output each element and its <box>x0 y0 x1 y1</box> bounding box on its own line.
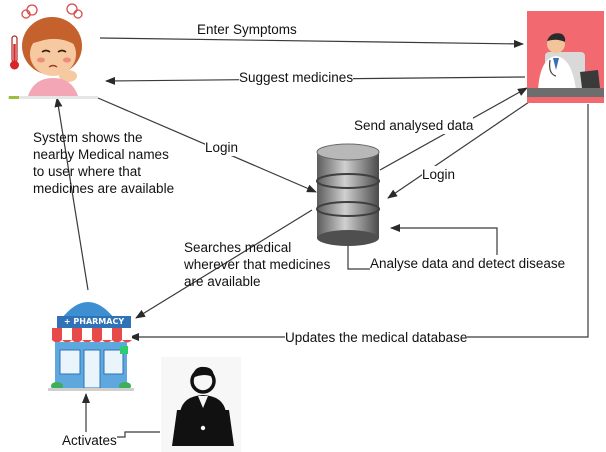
arrow-updates-db <box>129 104 589 341</box>
admin-icon <box>161 357 241 452</box>
arrow-searches-medical <box>135 209 313 319</box>
label-system-shows: System shows the nearby Medical names to… <box>33 130 175 196</box>
arrow-activates <box>82 393 160 438</box>
arrow-login-doctor <box>387 99 533 199</box>
label-login-patient: Login <box>205 139 239 156</box>
database-icon <box>316 143 380 246</box>
patient-footer-strip <box>8 96 98 99</box>
label-login-doctor: Login <box>422 166 456 183</box>
label-analyse-detect: Analyse data and detect disease <box>370 255 566 272</box>
arrow-enter-symptoms <box>99 37 524 48</box>
patient-icon <box>10 3 83 96</box>
pharmacy-sign: + PHARMACY <box>63 317 125 326</box>
label-updates-db: Updates the medical database <box>285 329 468 346</box>
pharmacy-icon <box>48 302 134 391</box>
label-suggest-medicines: Suggest medicines <box>239 69 354 86</box>
label-enter-symptoms: Enter Symptoms <box>197 21 297 38</box>
label-activates: Activates <box>62 432 117 449</box>
label-searches-medical: Searches medical wherever that medicines… <box>184 240 331 289</box>
arrow-system-shows <box>54 97 89 291</box>
doctor-icon <box>527 11 604 103</box>
label-send-analysed-data: Send analysed data <box>354 117 474 134</box>
